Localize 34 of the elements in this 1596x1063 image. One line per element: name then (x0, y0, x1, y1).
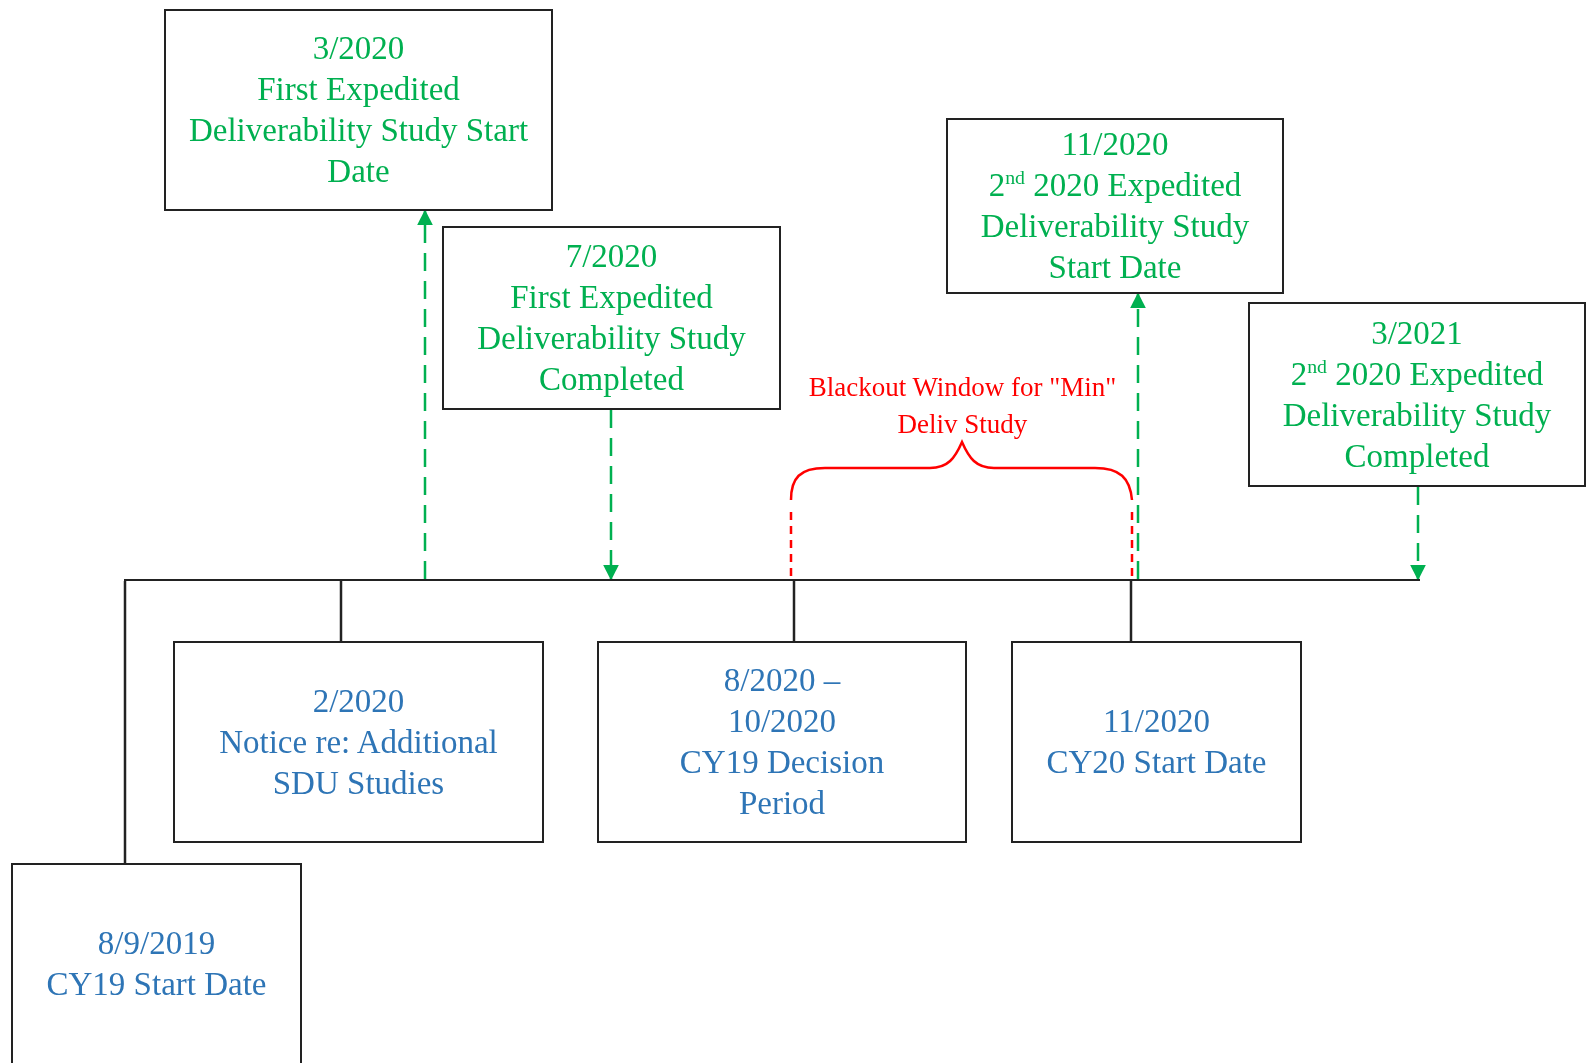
dashed-arrow (1130, 292, 1146, 579)
date-text: 11/2020 (1103, 702, 1210, 741)
blackout-label: Blackout Window for "Min" Deliv Study (807, 371, 1118, 441)
event-text: CY20 Start Date (1046, 743, 1267, 782)
event-text: First Expedited Deliverability Study Start Date (187, 70, 530, 191)
date-text: 7/2020 (565, 237, 658, 276)
date-text: 8/9/2019 (97, 924, 216, 963)
date-box (1011, 641, 1302, 843)
date-text: 8/2020 – 10/2020 (722, 661, 842, 741)
date-box (597, 641, 967, 843)
event-text: 2$^{nd}$ 2020 Expedited Deliverability Study Start Date (979, 165, 1251, 287)
dashed-arrow (1410, 487, 1426, 581)
dashed-arrow (603, 410, 619, 581)
event-text: First Expedited Deliverability Study Completed (476, 278, 747, 399)
event-text: CY19 Start Date (46, 965, 267, 1004)
date-box (11, 863, 302, 1063)
event-text: CY19 Decision Period (678, 743, 886, 823)
event-text: Notice re: Additional SDU Studies (218, 722, 499, 803)
date-text: 2/2020 (312, 681, 405, 721)
event-text: 2$^{nd}$ 2020 Expedited Deliverability Study Completed (1281, 353, 1553, 476)
date-box (164, 9, 553, 211)
connector-line (792, 581, 796, 641)
connector-line (339, 581, 343, 641)
connector-line (123, 581, 127, 863)
date-box (173, 641, 544, 843)
connector-line (1129, 581, 1133, 641)
date-text: 3/2021 (1371, 313, 1463, 353)
date-box (1248, 302, 1586, 487)
date-box (946, 118, 1284, 294)
dashed-arrow (417, 209, 433, 579)
date-text: 11/2020 (1061, 125, 1169, 164)
date-box (442, 226, 781, 410)
date-text: 3/2020 (312, 29, 405, 68)
timeline-line (124, 579, 1420, 581)
